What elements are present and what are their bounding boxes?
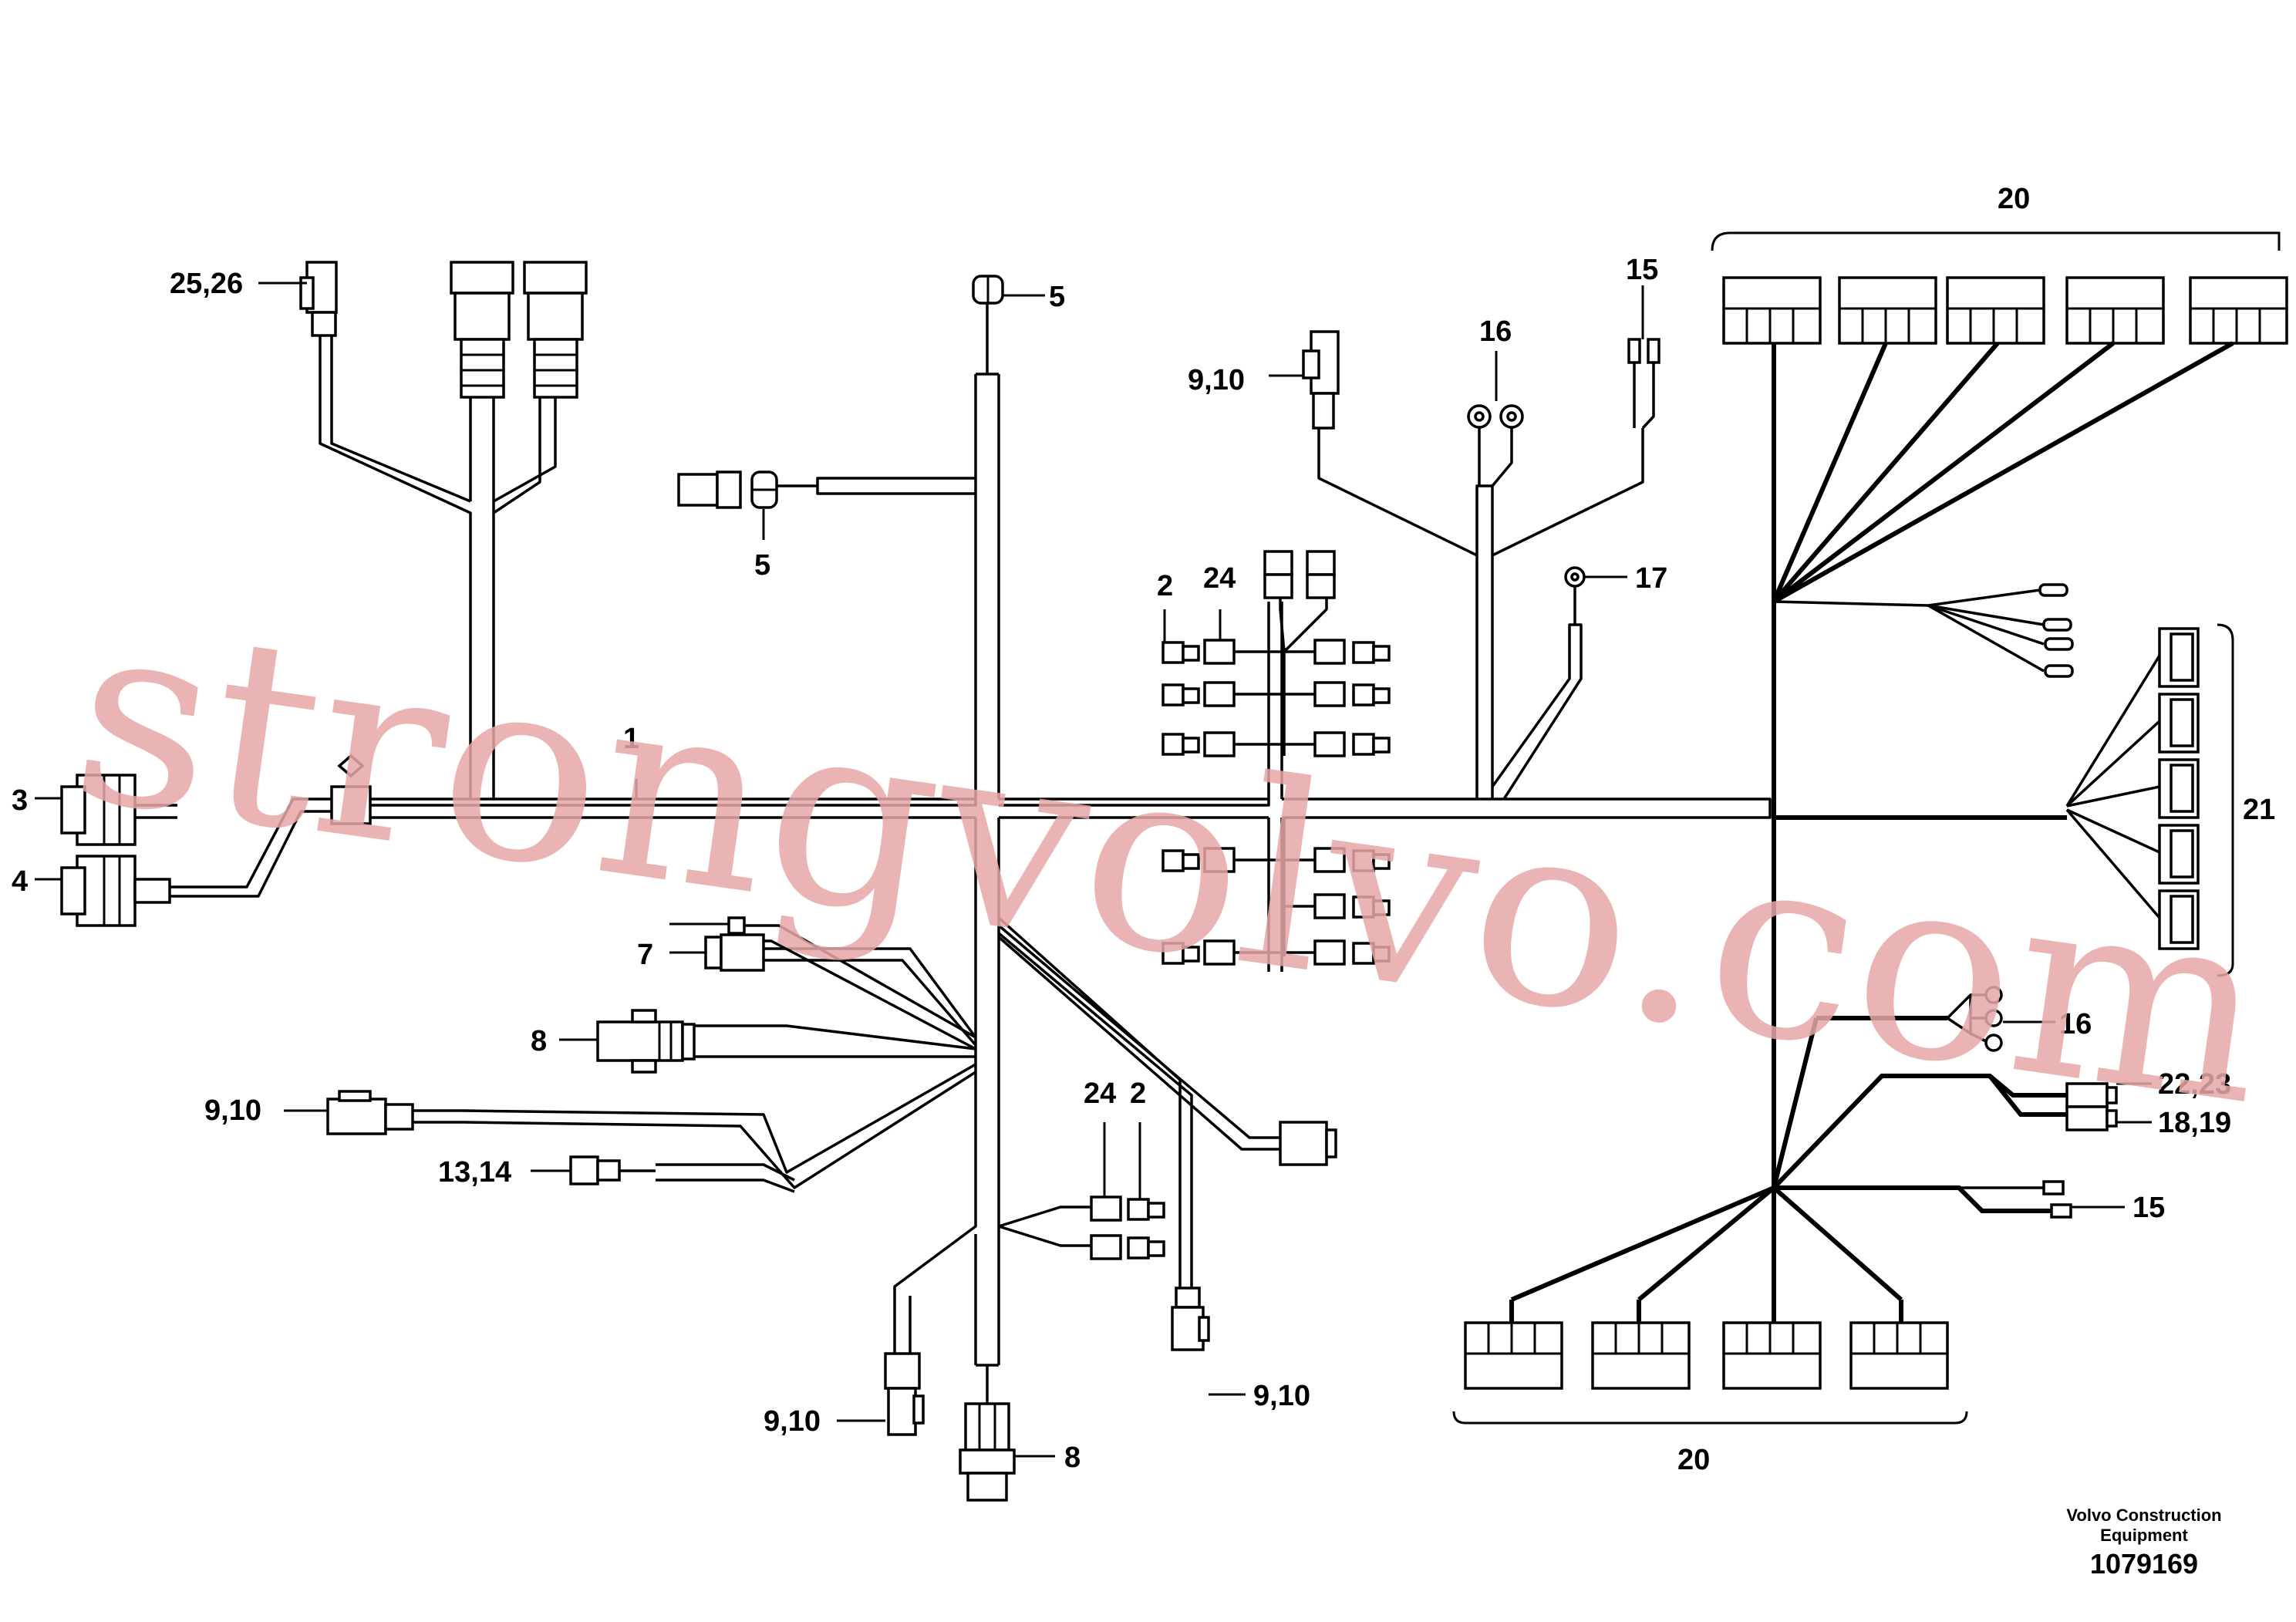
connector-4 bbox=[60, 855, 171, 927]
connector-right-diag bbox=[1279, 1121, 1337, 1166]
connector-3 bbox=[60, 774, 137, 846]
label-5-top: 5 bbox=[1049, 281, 1065, 313]
connector-9-10-left bbox=[326, 1090, 463, 1135]
footer: Volvo Construction Equipment 1079169 bbox=[2066, 1506, 2221, 1580]
label-16-lower: 16 bbox=[2059, 1008, 2092, 1040]
label-3: 3 bbox=[12, 784, 28, 817]
label-24-lower: 24 bbox=[1084, 1077, 1116, 1110]
connector-blocks-20-bottom bbox=[1464, 1185, 1949, 1390]
connector-cluster-lower bbox=[1234, 818, 1315, 956]
label-25-26: 25,26 bbox=[170, 268, 243, 300]
label-1: 1 bbox=[623, 723, 639, 755]
ring-terminal-17 bbox=[1564, 566, 1586, 625]
lower-right-cluster bbox=[1772, 986, 2118, 1219]
connector-5-left bbox=[677, 470, 818, 509]
label-20-top: 20 bbox=[1998, 183, 2030, 215]
label-8-bottom: 8 bbox=[1064, 1442, 1081, 1474]
brace-21 bbox=[2217, 623, 2234, 977]
connector-9-10-top bbox=[1302, 330, 1340, 430]
left-branch bbox=[123, 754, 372, 898]
ring-terminals-16-top bbox=[1467, 404, 1524, 487]
label-15-top: 15 bbox=[1626, 254, 1658, 286]
brace-20-top bbox=[1711, 231, 2281, 251]
callout-labels: 25,26 5 5 9,10 16 15 17 2 24 1 3 4 7 8 9… bbox=[12, 183, 2275, 1476]
label-16-top: 16 bbox=[1479, 315, 1512, 348]
connector-9-10-bottom-right bbox=[1171, 1286, 1210, 1351]
company-line-1: Volvo Construction bbox=[2066, 1506, 2221, 1525]
wire-ends-right bbox=[2038, 583, 2074, 678]
connector-13-14 bbox=[569, 1155, 656, 1185]
label-9-10-top: 9,10 bbox=[1188, 364, 1245, 396]
label-21: 21 bbox=[2243, 794, 2275, 826]
connector-cluster-upper bbox=[1234, 598, 1328, 756]
label-24-top: 24 bbox=[1203, 562, 1236, 595]
connector-9-10-bottom bbox=[884, 1352, 925, 1436]
connector-25-26 bbox=[299, 261, 338, 416]
left-lower-branches bbox=[462, 916, 1280, 1288]
label-2-top: 2 bbox=[1157, 570, 1173, 602]
connector-8-left bbox=[596, 1009, 696, 1074]
label-15-lower: 15 bbox=[2132, 1192, 2165, 1224]
label-8-left: 8 bbox=[531, 1025, 547, 1057]
small-connectors-upper bbox=[1161, 550, 1391, 757]
label-9-10-bottom-right: 9,10 bbox=[1253, 1380, 1310, 1412]
label-22-23: 22,23 bbox=[2158, 1068, 2231, 1101]
label-5-left: 5 bbox=[754, 549, 770, 582]
company-line-2: Equipment bbox=[2100, 1526, 2188, 1545]
label-9-10-left: 9,10 bbox=[204, 1094, 261, 1127]
fan-wires-20-top bbox=[1772, 341, 2234, 673]
connector-5-top bbox=[972, 275, 1004, 374]
label-7: 7 bbox=[637, 939, 653, 971]
connector-blocks-20-top bbox=[1722, 276, 2288, 345]
connector-blocks-21 bbox=[2065, 627, 2200, 950]
connector-8-bottom bbox=[959, 1365, 1016, 1502]
label-4: 4 bbox=[12, 865, 28, 898]
round-connector-right bbox=[523, 261, 588, 399]
label-9-10-bottom: 9,10 bbox=[764, 1405, 821, 1438]
round-connector-left bbox=[450, 261, 514, 399]
drawing-number: 1079169 bbox=[2090, 1548, 2198, 1580]
label-18-19: 18,19 bbox=[2158, 1107, 2231, 1139]
small-connectors-lower bbox=[1161, 847, 1391, 966]
leader-lines bbox=[35, 282, 2152, 1458]
label-2-lower: 2 bbox=[1130, 1077, 1146, 1110]
connector-7 bbox=[704, 916, 765, 972]
label-13-14: 13,14 bbox=[438, 1156, 511, 1189]
brace-20-bottom bbox=[1452, 1411, 1968, 1425]
connectors-24-2-lower bbox=[1090, 1195, 1165, 1260]
blade-terminals-15-top bbox=[1627, 338, 1660, 430]
label-20-bottom: 20 bbox=[1677, 1444, 1710, 1476]
label-17: 17 bbox=[1635, 562, 1667, 595]
